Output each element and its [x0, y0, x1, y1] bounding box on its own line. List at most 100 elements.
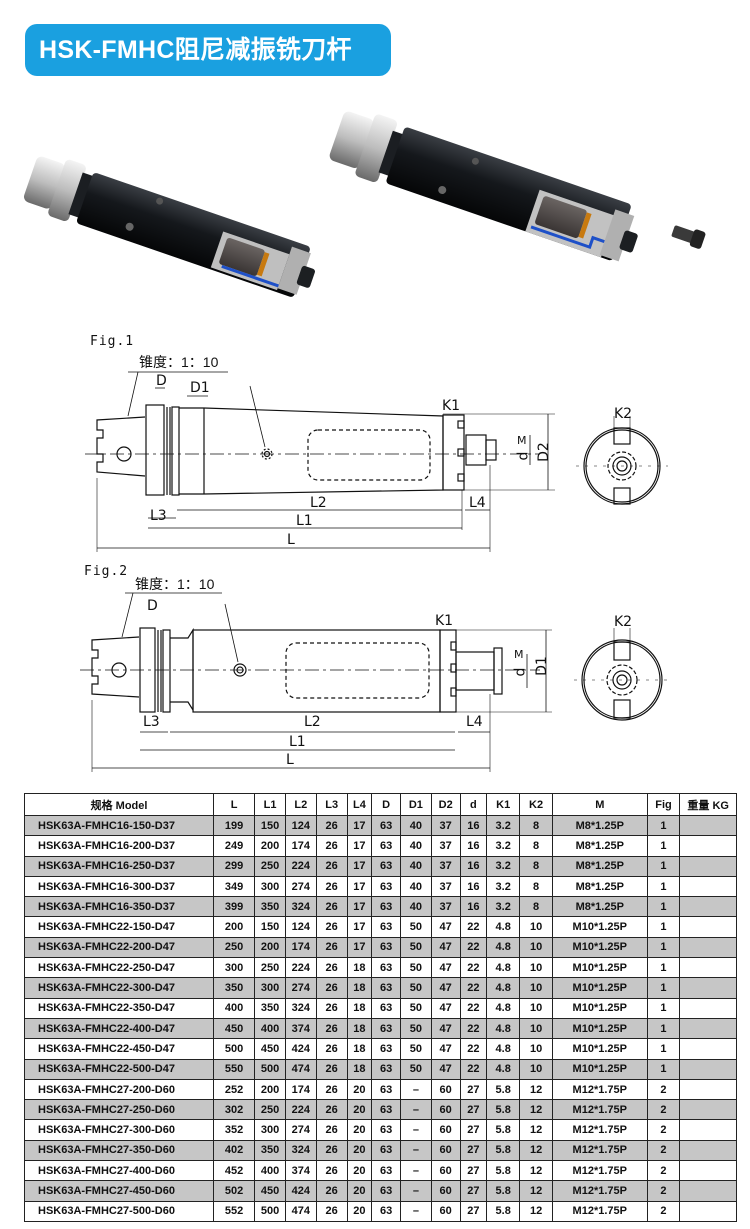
value-cell: 2 — [646, 1200, 681, 1222]
value-cell: 47 — [430, 916, 461, 938]
model-cell: HSK63A-FMHC16-150-D37 — [23, 814, 215, 837]
value-cell: 20 — [346, 1200, 373, 1222]
value-cell: 47 — [430, 957, 461, 979]
value-cell: 63 — [371, 814, 401, 837]
value-cell: 27 — [459, 1160, 488, 1182]
value-cell: 50 — [399, 1017, 432, 1040]
value-cell: 274 — [284, 1119, 317, 1141]
value-cell: 352 — [213, 1119, 256, 1141]
dim-L1: L1 — [296, 513, 313, 529]
model-cell: HSK63A-FMHC22-300-D47 — [23, 977, 215, 999]
value-cell: 20 — [346, 1180, 373, 1202]
value-cell: 26 — [315, 1038, 348, 1060]
model-cell: HSK63A-FMHC27-500-D60 — [23, 1200, 215, 1222]
value-cell: 200 — [213, 916, 256, 938]
value-cell: 17 — [346, 896, 373, 918]
value-cell: 4.8 — [486, 977, 521, 999]
value-cell: 63 — [371, 957, 401, 979]
value-cell: – — [399, 1139, 432, 1162]
value-cell: 302 — [213, 1099, 256, 1121]
value-cell: 26 — [315, 875, 348, 898]
value-cell — [679, 977, 737, 999]
value-cell: 5.8 — [486, 1119, 521, 1141]
value-cell: 1 — [646, 855, 681, 877]
value-cell — [679, 1017, 737, 1040]
value-cell: M12*1.75P — [552, 1119, 648, 1141]
value-cell: M12*1.75P — [552, 1200, 648, 1222]
value-cell: M12*1.75P — [552, 1160, 648, 1182]
value-cell: 50 — [399, 997, 432, 1019]
value-cell: 224 — [284, 1099, 317, 1121]
value-cell: 37 — [430, 835, 461, 857]
value-cell: 1 — [646, 896, 681, 918]
value-cell: 2 — [646, 1099, 681, 1121]
value-cell: 424 — [284, 1038, 317, 1060]
value-cell: 300 — [254, 875, 286, 898]
value-cell: 12 — [519, 1119, 554, 1141]
value-cell: M10*1.25P — [552, 1017, 648, 1040]
value-cell: 174 — [284, 835, 317, 857]
value-cell: 250 — [254, 957, 286, 979]
value-cell: 12 — [519, 1180, 554, 1202]
value-cell: 47 — [430, 1017, 461, 1040]
value-cell — [679, 1160, 737, 1182]
value-cell: 63 — [371, 1160, 401, 1182]
dim-L4: L4 — [469, 495, 486, 511]
value-cell: 63 — [371, 896, 401, 918]
value-cell: 63 — [371, 875, 401, 898]
value-cell: 5.8 — [486, 1139, 521, 1162]
product-renders — [23, 111, 706, 297]
column-header: D1 — [399, 793, 432, 816]
value-cell: 26 — [315, 916, 348, 938]
model-cell: HSK63A-FMHC16-250-D37 — [23, 855, 215, 877]
dim-L3: L3 — [143, 714, 160, 730]
value-cell: 224 — [284, 957, 317, 979]
value-cell: 350 — [254, 896, 286, 918]
value-cell: 26 — [315, 936, 348, 959]
value-cell: – — [399, 1078, 432, 1101]
value-cell: 124 — [284, 814, 317, 837]
value-cell: 552 — [213, 1200, 256, 1222]
value-cell: 450 — [213, 1017, 256, 1040]
value-cell: 37 — [430, 855, 461, 877]
value-cell: 1 — [646, 835, 681, 857]
value-cell — [679, 1078, 737, 1101]
value-cell — [679, 835, 737, 857]
value-cell: 26 — [315, 977, 348, 999]
model-cell: HSK63A-FMHC27-200-D60 — [23, 1078, 215, 1101]
value-cell: 1 — [646, 977, 681, 999]
figure-2-label: Fig.2 — [84, 564, 129, 579]
value-cell: 8 — [519, 835, 554, 857]
value-cell: 22 — [459, 997, 488, 1019]
figure-1-taper: 锥度：1：10 — [139, 354, 219, 370]
value-cell: 299 — [213, 855, 256, 877]
value-cell: M8*1.25P — [552, 835, 648, 857]
value-cell: 350 — [254, 997, 286, 1019]
dim-M: M — [517, 434, 527, 447]
value-cell: 50 — [399, 1038, 432, 1060]
page-title: HSK-FMHC阻尼减振铣刀杆 — [25, 24, 391, 76]
value-cell: 300 — [254, 1119, 286, 1141]
tool-render-fig2 — [329, 111, 638, 262]
dim-D: D — [156, 373, 167, 389]
value-cell: 47 — [430, 977, 461, 999]
value-cell: 8 — [519, 896, 554, 918]
value-cell: 50 — [399, 1058, 432, 1080]
value-cell: 40 — [399, 875, 432, 898]
value-cell: 274 — [284, 977, 317, 999]
value-cell: 150 — [254, 916, 286, 938]
value-cell: 22 — [459, 1058, 488, 1080]
value-cell — [679, 875, 737, 898]
value-cell: M10*1.25P — [552, 957, 648, 979]
value-cell: 63 — [371, 997, 401, 1019]
model-cell: HSK63A-FMHC16-350-D37 — [23, 896, 215, 918]
dim-K1: K1 — [435, 613, 454, 629]
value-cell: 63 — [371, 977, 401, 999]
